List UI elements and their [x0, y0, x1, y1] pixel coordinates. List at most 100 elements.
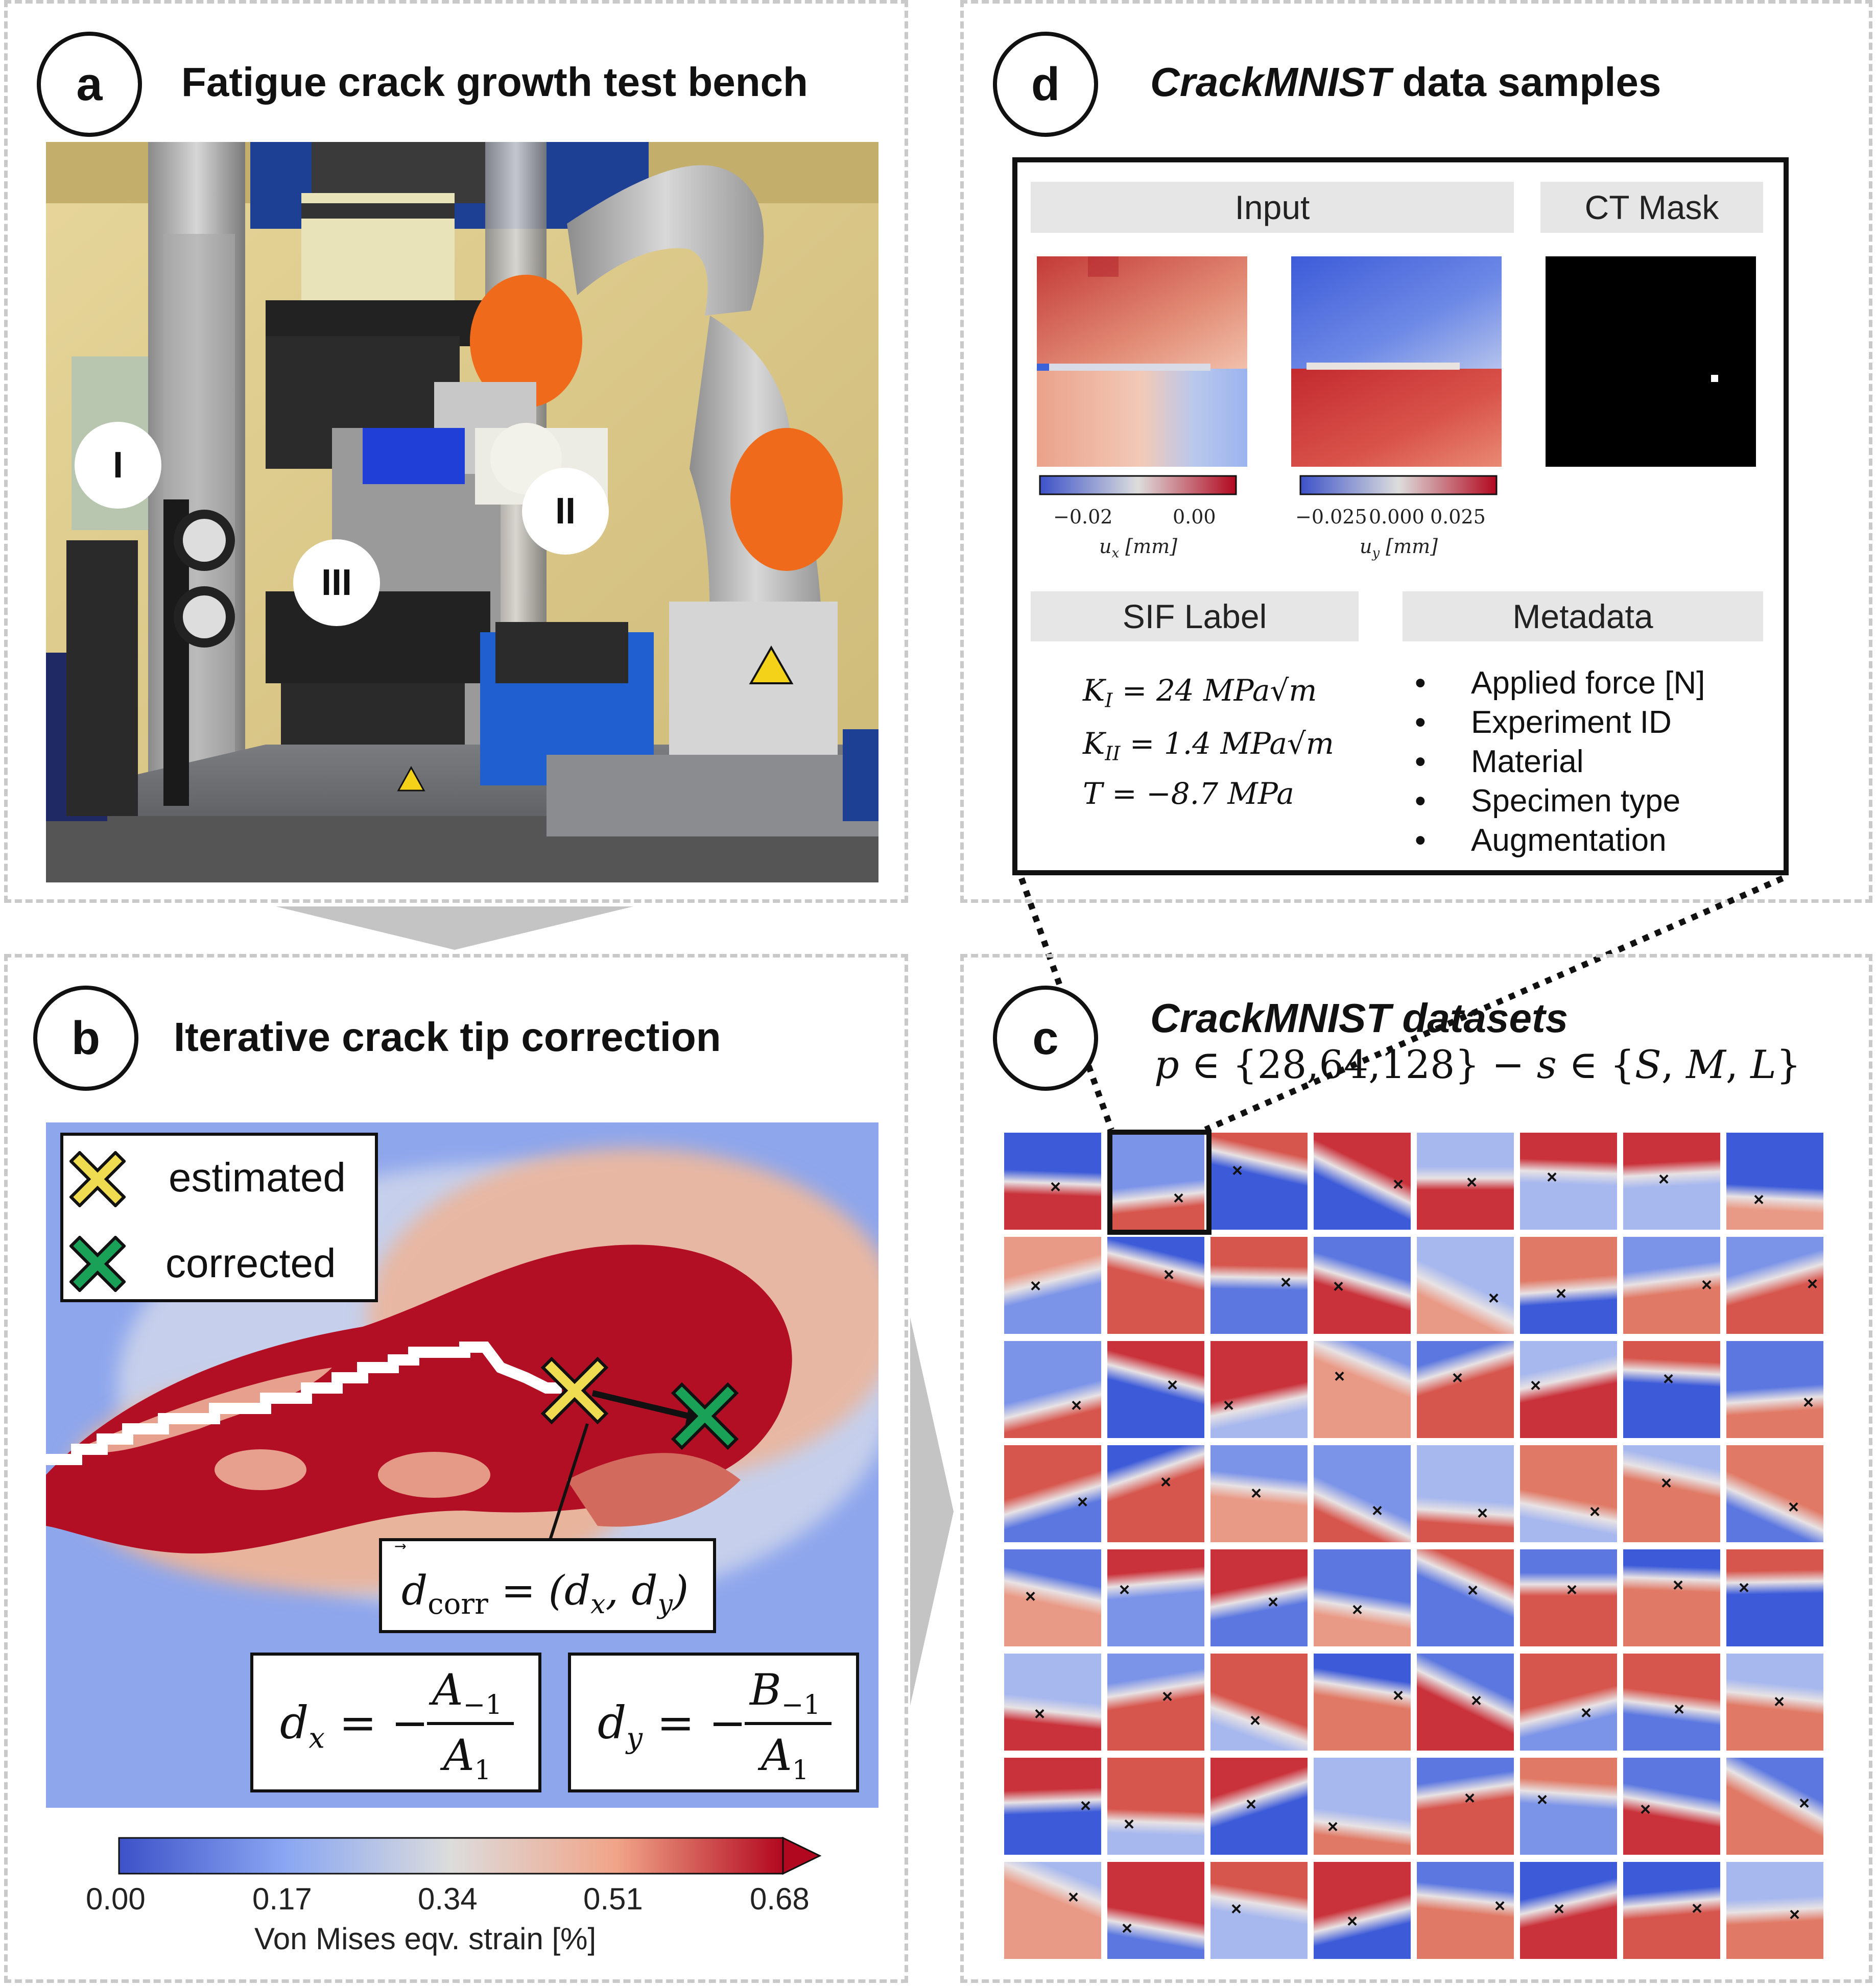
sample-thumbnail: × — [1726, 1862, 1823, 1959]
crack-tip-marker: × — [1753, 1189, 1765, 1210]
metadata-header: Metadata — [1403, 591, 1763, 641]
sample-thumbnail: × — [1210, 1341, 1308, 1438]
sample-thumbnail: × — [1107, 1445, 1204, 1542]
crack-tip-marker: × — [1119, 1579, 1130, 1600]
sample-thumbnail: × — [1210, 1654, 1308, 1751]
crack-tip-marker: × — [1393, 1685, 1404, 1706]
sample-thumbnail: × — [1107, 1237, 1204, 1334]
crack-tip-marker: × — [1530, 1375, 1541, 1396]
crack-tip-marker: × — [1556, 1283, 1567, 1304]
crack-tip-marker: × — [1739, 1577, 1750, 1598]
sample-thumbnail: × — [1623, 1237, 1720, 1334]
sample-thumbnail: × — [1417, 1758, 1514, 1855]
legend-estimated-label: estimated — [169, 1155, 346, 1200]
crack-tip-marker: × — [1701, 1274, 1713, 1295]
crack-tip-marker: × — [1124, 1813, 1135, 1834]
estimated-icon — [69, 1151, 126, 1207]
crack-tip-marker: × — [1789, 1904, 1800, 1925]
corrected-icon — [69, 1236, 126, 1292]
sample-thumbnail: × — [1210, 1445, 1308, 1542]
sample-thumbnail: × — [1417, 1549, 1514, 1646]
sample-thumbnail: × — [1520, 1862, 1617, 1959]
crack-tip-marker: × — [1803, 1392, 1814, 1413]
crack-tip-marker: × — [1333, 1276, 1344, 1297]
ux-colorbar — [1039, 475, 1237, 495]
uy-field-image — [1291, 256, 1502, 467]
sample-thumbnail: × — [1520, 1237, 1617, 1334]
uy-label: uy [mm] — [1360, 535, 1438, 561]
sample-thumbnail: × — [1314, 1654, 1411, 1751]
sample-thumbnail: × — [1520, 1133, 1617, 1230]
sample-thumbnail: × — [1107, 1341, 1204, 1438]
panel-a-title: Fatigue crack growth test bench — [181, 59, 808, 105]
sample-thumbnail: × — [1417, 1445, 1514, 1542]
metadata-item: •Applied force [N] — [1415, 665, 1705, 701]
crack-tip-marker: × — [1494, 1895, 1506, 1916]
dcorr-formula-box: d⃗corr = (dx, dy) — [379, 1538, 716, 1633]
panel-a-letter: a — [37, 32, 142, 137]
crack-tip-marker: × — [1334, 1366, 1345, 1386]
crack-tip-marker: × — [1246, 1793, 1257, 1814]
dx-formula-box: dx = − A−1 A1 — [250, 1653, 541, 1792]
uy-tick-2: 0.025 — [1430, 506, 1486, 528]
ux-label: ux [mm] — [1099, 535, 1177, 561]
crack-tip-marker: × — [1799, 1792, 1810, 1813]
panel-c-subtitle: p ∈ {28,64,128} − s ∈ {S, M, L} — [1154, 1042, 1801, 1087]
crack-tip-marker: × — [1160, 1471, 1172, 1492]
sample-thumbnail: × — [1623, 1549, 1720, 1646]
sample-thumbnail: × — [1417, 1133, 1514, 1230]
sample-thumbnail: × — [1417, 1862, 1514, 1959]
sample-thumbnail: × — [1004, 1133, 1101, 1230]
metadata-list: •Applied force [N] •Experiment ID •Mater… — [1415, 665, 1705, 862]
crack-tip-marker: × — [1674, 1698, 1685, 1719]
crack-tip-marker: × — [1163, 1264, 1175, 1285]
crack-tip-marker: × — [1232, 1160, 1243, 1181]
crack-tip-marker: × — [1547, 1166, 1558, 1187]
crack-tip-marker: × — [1030, 1275, 1041, 1296]
crack-tip-marker: × — [1554, 1898, 1565, 1919]
sample-thumbnail: × — [1726, 1445, 1823, 1542]
crack-tip-marker: × — [1663, 1368, 1674, 1389]
dy-formula: dy = − — [598, 1696, 747, 1755]
strain-tick-4: 0.68 — [750, 1882, 810, 1916]
sif-ki: KI = 24 MPa√m — [1083, 673, 1317, 712]
crack-tip-marker: × — [1393, 1174, 1404, 1194]
panel-a — [4, 0, 908, 903]
panel-c-title: CrackMNIST datasets — [1150, 995, 1569, 1041]
sample-thumbnail: × — [1726, 1654, 1823, 1751]
crack-tip-marker: × — [1581, 1702, 1592, 1723]
panel-b — [4, 954, 908, 1983]
test-bench-photo: I II III — [46, 142, 878, 882]
dx-formula: dx = − — [280, 1696, 429, 1755]
sample-thumbnail: × — [1623, 1445, 1720, 1542]
crack-tip-marker: × — [1537, 1789, 1548, 1810]
panel-c-letter: c — [993, 986, 1098, 1091]
crack-tip-marker: × — [1347, 1910, 1358, 1931]
sample-thumbnail: × — [1107, 1549, 1204, 1646]
crack-tip-marker: × — [1251, 1482, 1262, 1503]
panel-b-letter: b — [33, 986, 138, 1091]
metadata-item: •Material — [1415, 744, 1584, 779]
crack-tip-marker: × — [1068, 1886, 1079, 1907]
panel-d-letter: d — [993, 32, 1098, 137]
ct-mask-image — [1546, 256, 1756, 467]
sample-thumbnail: × — [1520, 1758, 1617, 1855]
crack-tip-marker: × — [1477, 1502, 1488, 1523]
crack-tip-marker: × — [1162, 1686, 1173, 1707]
sample-thumbnail: × — [1314, 1445, 1411, 1542]
marker-III: III — [293, 539, 380, 626]
crack-tip-marker: × — [1223, 1395, 1234, 1416]
strain-tick-0: 0.00 — [86, 1882, 146, 1916]
uy-colorbar — [1299, 475, 1498, 495]
sample-thumbnail: × — [1314, 1341, 1411, 1438]
sample-thumbnail: × — [1314, 1549, 1411, 1646]
ux-field-image — [1037, 256, 1247, 467]
sample-thumbnail: × — [1210, 1549, 1308, 1646]
panel-d-title: CrackMNIST data samples — [1150, 59, 1661, 105]
sample-thumbnail: × — [1417, 1237, 1514, 1334]
sample-thumbnail: × — [1314, 1133, 1411, 1230]
sif-t: T = −8.7 MPa — [1083, 776, 1294, 811]
strain-colorbar-label: Von Mises eqv. strain [%] — [254, 1922, 597, 1956]
crack-tip-marker: × — [1025, 1586, 1036, 1607]
crack-tip-marker: × — [1488, 1287, 1500, 1308]
